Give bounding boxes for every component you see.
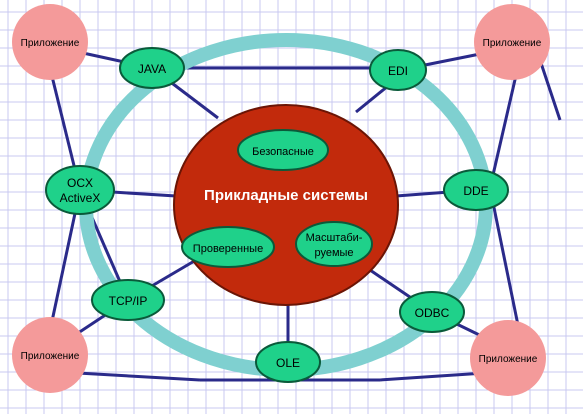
node-edi: EDI [369,49,427,91]
node-scalable-label-line1: Масштаби- [306,232,363,244]
node-dde: DDE [443,169,509,211]
node-ole-label: OLE [276,356,300,370]
node-safe: Безопасные [237,129,329,171]
node-scalable: Масштаби- руемые [295,221,373,267]
connector-app-tr-dde-top [538,59,562,121]
connector-app-bl-ocx [46,189,82,341]
node-scalable-label-line2: руемые [314,247,353,259]
node-edi-label: EDI [388,64,408,78]
app-top-right: Приложение [474,4,550,80]
app-top-right-label: Приложение [483,38,542,49]
app-bottom-left-label: Приложение [21,351,80,362]
connector-app-bl-bottom [59,370,201,382]
app-top-left-label: Приложение [21,38,80,49]
app-bottom-right-label: Приложение [479,354,538,365]
connector-dde-app-br [488,187,522,336]
app-bottom-left: Приложение [12,317,88,393]
node-java-label: JAVA [138,62,166,76]
node-ole: OLE [255,341,321,383]
node-tcpip-label: TCP/IP [109,294,148,308]
core-title: Прикладные системы [204,187,368,204]
node-verified: Проверенные [181,226,275,268]
node-safe-label: Безопасные [252,146,314,158]
node-ocx-label-line2: ActiveX [60,191,101,205]
node-odbc-label: ODBC [415,306,450,320]
node-verified-label: Проверенные [193,243,263,255]
node-tcpip: TCP/IP [91,279,165,321]
node-odbc: ODBC [399,291,465,333]
app-bottom-right: Приложение [470,320,546,396]
node-dde-label: DDE [463,184,488,198]
node-ocx-label-line1: OCX [67,176,93,190]
node-java: JAVA [119,47,185,89]
node-ocx-activex: OCX ActiveX [45,165,115,215]
app-top-left: Приложение [12,4,88,80]
